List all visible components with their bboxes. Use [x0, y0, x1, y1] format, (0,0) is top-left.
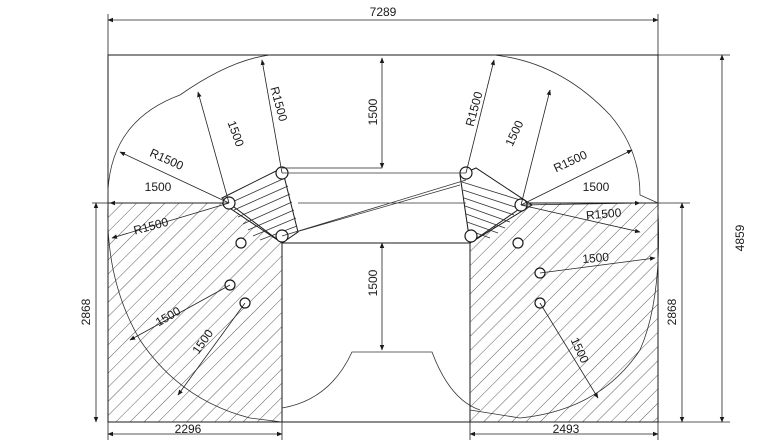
left-width-label: 2296: [175, 422, 202, 436]
transfer-lines: [281, 172, 467, 237]
left-r1-label: R1500: [148, 146, 186, 173]
left-reach-dimensions: [109, 59, 283, 396]
left-d2-label: 1500: [225, 119, 247, 149]
mid-center-label: 1500: [366, 269, 380, 296]
left-reach-envelope: [107, 54, 283, 423]
center-opening: [281, 242, 471, 422]
overall-width-label: 7289: [370, 5, 397, 19]
right-d1-label: 1500: [502, 118, 526, 148]
right-hatched-zone: [469, 202, 659, 423]
left-hatched-zone: [107, 202, 283, 423]
overall-height-label: 4859: [733, 224, 747, 251]
right-r2-label: R1500: [551, 147, 589, 175]
left-robot-base: [221, 167, 299, 244]
right-d2-label: 1500: [583, 180, 610, 194]
right-target-1: [512, 237, 524, 249]
right-base-circle-bottom: [464, 229, 478, 243]
right-reach-envelope: [469, 54, 660, 419]
right-width-label: 2493: [553, 422, 580, 436]
center-bottom-envelope: [281, 351, 481, 411]
right-r3-label: R1500: [585, 205, 622, 222]
right-d3-label: 1500: [582, 250, 610, 266]
left-height-label: 2868: [79, 298, 93, 325]
left-target-1: [235, 237, 247, 249]
top-center-label: 1500: [366, 98, 380, 125]
right-reach-dimensions: [465, 59, 656, 399]
right-height-label: 2868: [665, 298, 679, 325]
left-r2-label: R1500: [268, 85, 291, 123]
left-d1-label: 1500: [145, 180, 172, 194]
